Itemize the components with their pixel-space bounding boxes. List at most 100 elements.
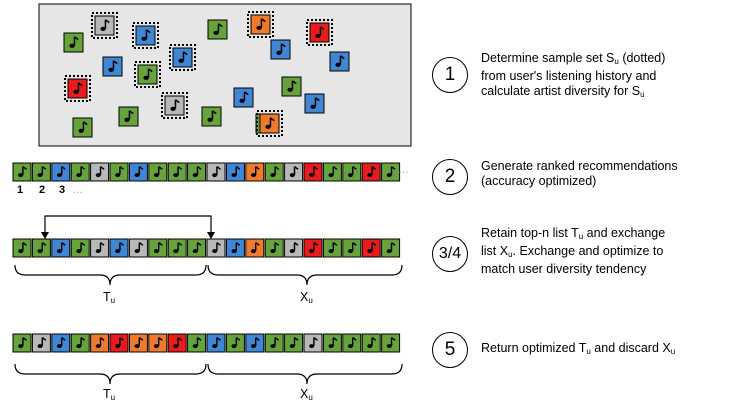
recommendation-tile <box>303 162 323 182</box>
top-n-brace-final <box>14 363 207 385</box>
music-note-icon <box>386 166 396 178</box>
recommendation-tile <box>225 238 245 258</box>
recommendation-tile <box>109 162 129 182</box>
recommendation-tile <box>303 333 323 353</box>
recommendation-tile <box>12 333 32 353</box>
recommendation-tile <box>284 162 304 182</box>
recommendation-tile <box>206 162 226 182</box>
music-note-icon <box>37 242 47 254</box>
listening-history-tiles <box>63 11 350 138</box>
step-1-description: Determine sample set Su (dotted)from use… <box>481 51 665 102</box>
recommendation-tile <box>206 333 226 353</box>
music-note-icon <box>347 337 357 349</box>
recommendation-tile <box>264 238 284 258</box>
ranked-row-ellipsis: … <box>398 164 410 176</box>
recommendation-tile <box>90 238 110 258</box>
step-2: 2 Generate ranked recommendations(accura… <box>432 159 731 199</box>
music-note-icon <box>328 337 338 349</box>
recommendation-tile <box>322 238 342 258</box>
recommendation-tile <box>303 238 323 258</box>
music-note-icon <box>115 166 124 178</box>
music-note-icon <box>143 68 153 80</box>
position-label-1: 1 <box>17 184 24 196</box>
music-note-icon <box>367 166 377 178</box>
music-note-icon <box>95 337 105 349</box>
recommendation-tile <box>90 162 110 182</box>
music-note-icon <box>192 166 202 178</box>
recommendation-tile <box>361 238 381 258</box>
recommendation-tile <box>70 162 90 182</box>
history-tile <box>256 110 283 137</box>
music-note-icon <box>115 242 124 254</box>
music-note-icon <box>335 55 345 67</box>
music-note-icon <box>134 337 144 349</box>
recommendation-tile <box>148 162 168 182</box>
history-tile <box>306 19 333 46</box>
position-label-3: 3 <box>59 184 66 196</box>
recommendation-tile <box>31 333 51 353</box>
music-note-icon <box>270 166 280 178</box>
music-note-icon <box>231 166 241 178</box>
exchange-arrowhead-right <box>207 232 215 239</box>
recommendation-tile <box>322 333 342 353</box>
exchange-arrow <box>44 215 212 238</box>
recommendation-tile <box>264 162 284 182</box>
music-note-icon <box>18 337 27 349</box>
history-tile <box>207 19 228 40</box>
music-note-icon <box>134 166 144 178</box>
music-note-icon <box>347 242 357 254</box>
music-note-icon <box>309 166 318 178</box>
recommendation-tile <box>109 333 129 353</box>
recommendation-tile <box>128 238 148 258</box>
recommendation-tile <box>128 333 148 353</box>
recommendation-tile <box>167 238 187 258</box>
music-note-icon <box>212 166 221 178</box>
music-note-icon <box>276 43 286 55</box>
x-u-label: Xu <box>300 290 313 305</box>
position-ellipsis: … <box>72 184 84 196</box>
step-2-description: Generate ranked recommendations(accuracy… <box>481 159 678 189</box>
music-note-icon <box>76 242 86 254</box>
recommendation-tile <box>225 162 245 182</box>
history-tile <box>72 117 93 138</box>
music-note-icon <box>212 242 221 254</box>
history-tile <box>201 106 222 127</box>
step-5: 5 Return optimized Tu and discard Xu <box>432 332 731 372</box>
t-u-label: Tu <box>103 290 116 305</box>
t-u-label-final: Tu <box>103 387 116 402</box>
music-note-icon <box>178 51 188 63</box>
music-note-icon <box>192 242 202 254</box>
music-note-icon <box>289 242 299 254</box>
music-note-icon <box>231 242 241 254</box>
music-note-icon <box>289 166 299 178</box>
history-tile <box>102 56 123 77</box>
recommendation-tile <box>284 333 304 353</box>
top-n-brace <box>14 264 207 286</box>
step-5-description: Return optimized Tu and discard Xu <box>481 341 675 359</box>
music-note-icon <box>134 242 144 254</box>
music-note-icon <box>212 337 221 349</box>
recommendation-tile <box>31 238 51 258</box>
music-note-icon <box>347 166 357 178</box>
music-note-icon <box>108 60 118 72</box>
recommendation-tile <box>90 333 110 353</box>
music-note-icon <box>56 337 66 349</box>
music-note-icon <box>367 337 377 349</box>
music-note-icon <box>37 166 47 178</box>
step-text-line: from user's listening history and <box>481 69 657 83</box>
history-tile <box>64 75 91 102</box>
position-label-2: 2 <box>39 184 46 196</box>
music-note-icon <box>95 166 105 178</box>
music-note-icon <box>173 242 183 254</box>
step-text-line: list Xu. Exchange and optimize to <box>481 244 664 259</box>
recommendation-tile <box>381 162 401 182</box>
music-note-icon <box>95 242 105 254</box>
music-note-icon <box>250 242 260 254</box>
music-note-icon <box>328 166 338 178</box>
recommendation-tile <box>31 162 51 182</box>
history-tile <box>132 22 159 49</box>
history-tile <box>304 93 325 114</box>
recommendation-tile <box>70 238 90 258</box>
history-tile <box>118 106 139 127</box>
music-note-icon <box>141 29 151 41</box>
